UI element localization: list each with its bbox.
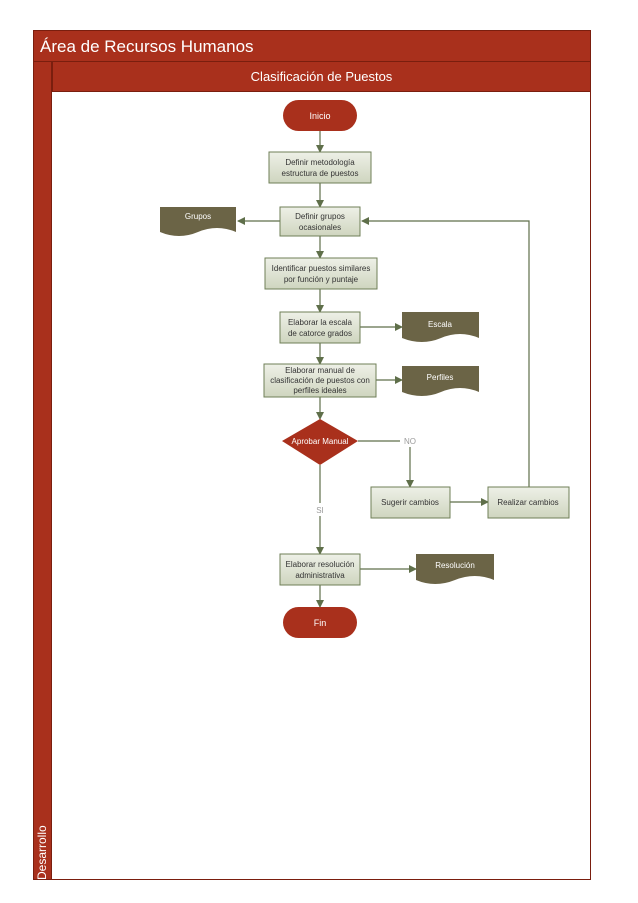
process-line: Elaborar resolución [286, 560, 355, 569]
diagram-title: Clasificación de Puestos [52, 62, 591, 92]
document-resolucion: Resolución [416, 554, 494, 584]
start-label: Inicio [309, 111, 330, 121]
process-line: por función y puntaje [284, 275, 359, 284]
si-label-bg [312, 503, 328, 516]
document-label: Resolución [435, 561, 475, 570]
process-line: Sugerir cambios [381, 498, 439, 507]
process-line: Elaborar manual de [285, 366, 355, 375]
document-perfiles: Perfiles [402, 366, 479, 396]
process-sugerir-cambios: Sugerir cambios [370, 486, 451, 519]
process-line: Definir metodología [285, 158, 355, 167]
document-label: Perfiles [427, 373, 454, 382]
process-line: ocasionales [299, 223, 341, 232]
process-line: Realizar cambios [497, 498, 558, 507]
start-terminator: Inicio [283, 100, 357, 131]
arrow-realizar-grupos [361, 217, 530, 487]
process-line: Definir grupos [295, 212, 345, 221]
end-terminator: Fin [283, 607, 357, 638]
process-definir-metodologia: Definir metodología estructura de puesto… [268, 151, 372, 184]
pool-title: Área de Recursos Humanos [33, 30, 591, 62]
no-label: NO [404, 437, 416, 446]
decision-aprobar: Aprobar Manual [282, 419, 358, 465]
process-elaborar-escala: Elaborar la escala de catorce grados [279, 311, 361, 344]
process-line: Elaborar la escala [288, 318, 353, 327]
lane-header [33, 62, 52, 880]
end-label: Fin [314, 618, 327, 628]
decision-label: Aprobar Manual [292, 437, 349, 446]
document-escala: Escala [402, 312, 479, 342]
document-label: Grupos [185, 212, 211, 221]
document-grupos: Grupos [160, 207, 236, 236]
process-line: clasificación de puestos con [270, 376, 370, 385]
process-line: estructura de puestos [282, 169, 359, 178]
process-elaborar-manual: Elaborar manual de clasificación de pues… [263, 363, 377, 398]
process-elaborar-resolucion: Elaborar resolución administrativa [279, 553, 361, 586]
process-line: Identificar puestos similares [272, 264, 371, 273]
process-line: perfiles ideales [293, 386, 346, 395]
process-definir-grupos: Definir grupos ocasionales [279, 206, 361, 237]
process-identificar: Identificar puestos similares por funció… [264, 257, 378, 290]
no-label-bg [400, 434, 420, 447]
si-label: SI [316, 506, 324, 515]
process-line: administrativa [295, 571, 345, 580]
document-label: Escala [428, 320, 453, 329]
process-realizar-cambios: Realizar cambios [487, 486, 570, 519]
process-line: de catorce grados [288, 329, 352, 338]
connectors [237, 131, 530, 608]
